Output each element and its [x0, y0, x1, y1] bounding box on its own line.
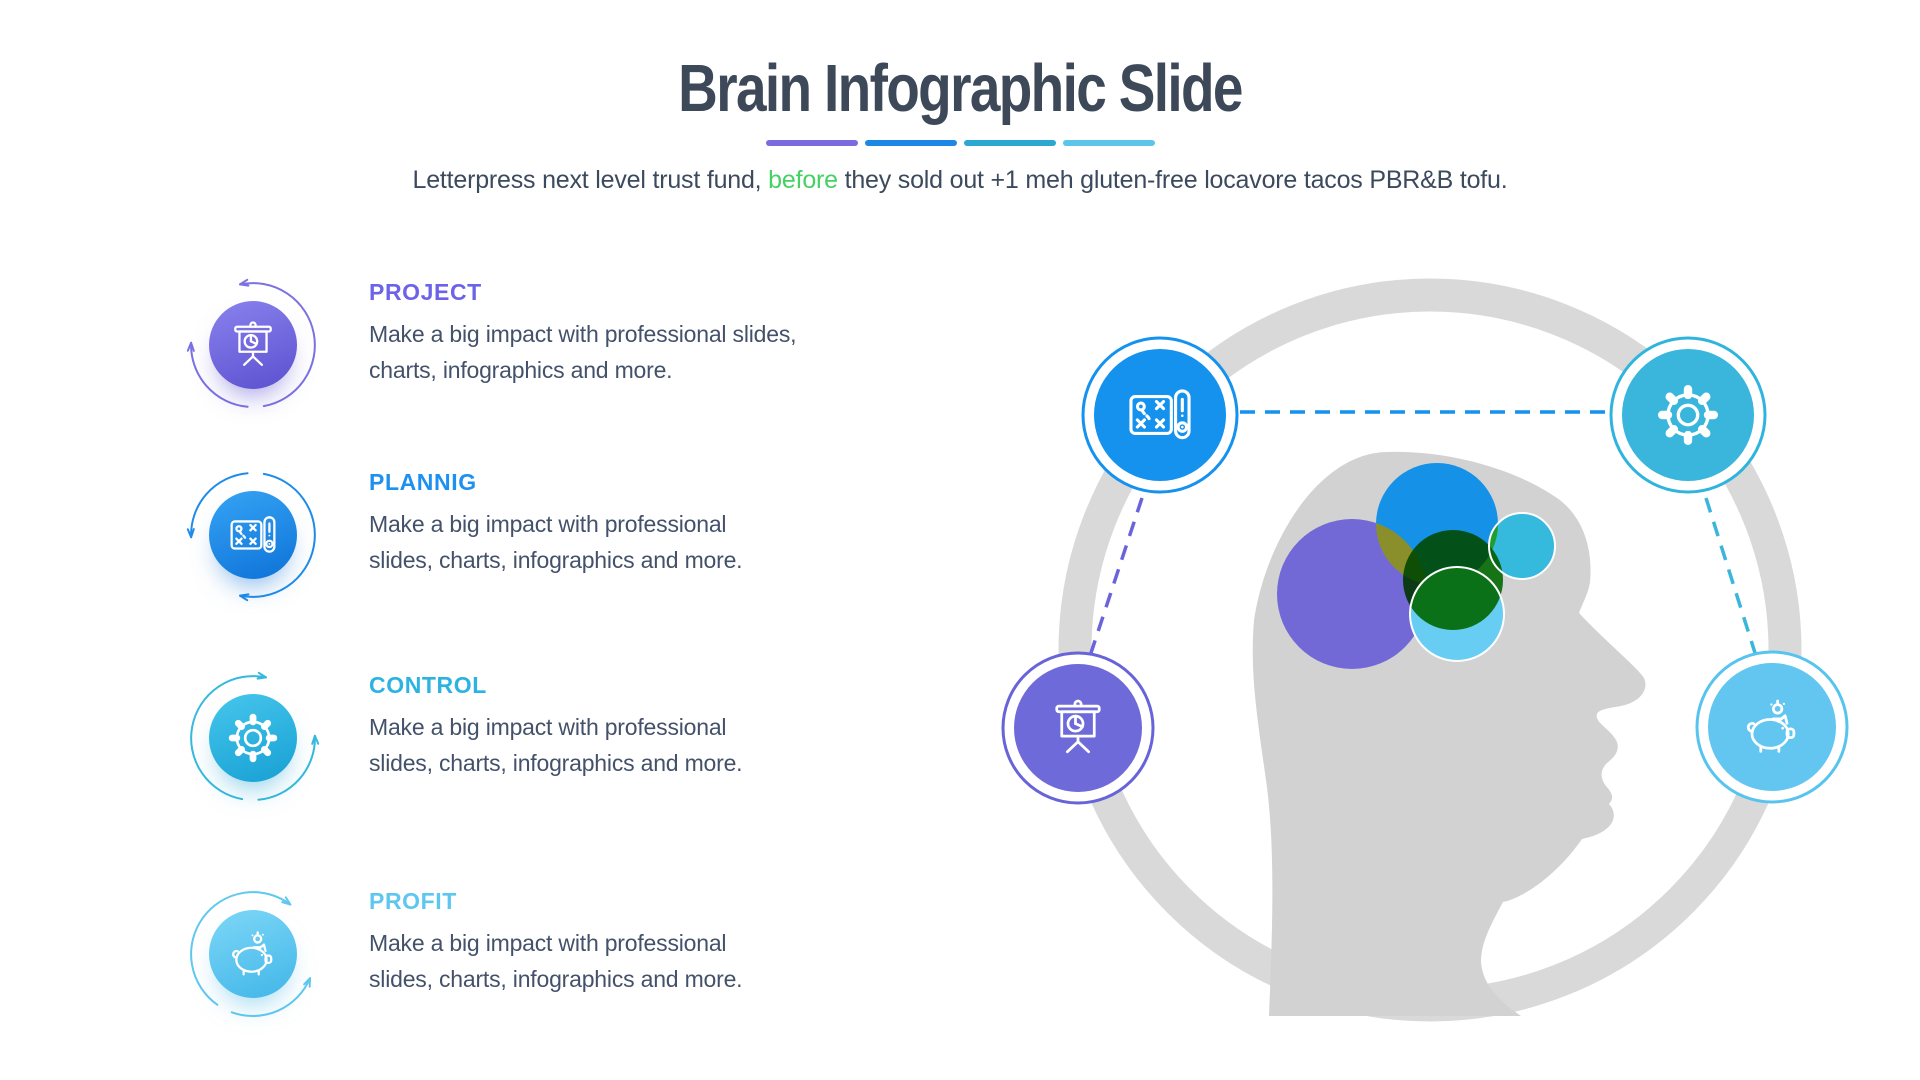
badge-project	[1001, 651, 1155, 805]
subtitle-pre: Letterpress next level trust fund,	[412, 166, 769, 194]
control-texts: CONTROL Make a big impact with professio…	[369, 672, 839, 781]
profit-bubble	[209, 910, 297, 998]
badge-fill	[1708, 663, 1836, 791]
bubble-teal-edge	[1488, 512, 1556, 580]
underline-bar-purple	[765, 140, 858, 146]
connector-right	[1704, 497, 1758, 657]
gear-icon	[228, 713, 278, 763]
brain-diagram	[1001, 278, 1849, 1022]
badge-planning	[1081, 336, 1239, 494]
badge-fill	[1622, 349, 1754, 481]
item-heading: CONTROL	[369, 672, 487, 698]
project-bubble	[209, 301, 297, 389]
plannig-icon-cluster	[183, 465, 323, 605]
profit-icon-cluster	[183, 884, 323, 1024]
title-underline	[0, 140, 1920, 146]
thought-bubbles	[1277, 463, 1556, 669]
badge-profit	[1695, 650, 1849, 804]
control-icon-cluster	[183, 668, 323, 808]
connector-left	[1088, 497, 1144, 657]
plannig-texts: PLANNIG Make a big impact with professio…	[369, 469, 839, 578]
underline-bar-blue	[864, 140, 957, 146]
project-texts: PROJECT Make a big impact with professio…	[369, 279, 839, 388]
item-description: Make a big impact with professional slid…	[369, 714, 743, 776]
badge-control	[1609, 336, 1767, 494]
piggy-bank-icon	[228, 929, 278, 979]
presentation-icon	[228, 320, 278, 370]
page-title: Brain Infographic Slide	[678, 51, 1243, 126]
underline-bar-teal	[963, 140, 1056, 146]
item-description: Make a big impact with professional slid…	[369, 930, 743, 992]
item-heading: PROJECT	[369, 279, 482, 305]
subtitle-highlight: before	[768, 166, 838, 194]
badge-fill	[1014, 664, 1142, 792]
profit-texts: PROFIT Make a big impact with profession…	[369, 888, 839, 997]
strategy-icon	[228, 510, 278, 560]
subtitle-post: they sold out +1 meh gluten-free locavor…	[837, 166, 1508, 194]
item-heading: PLANNIG	[369, 469, 477, 495]
badge-fill	[1094, 349, 1226, 481]
item-description: Make a big impact with professional slid…	[369, 321, 797, 383]
bubble-teal	[1489, 513, 1555, 579]
underline-bar-lightblue	[1062, 140, 1155, 146]
bubble-olive-overlap	[1376, 519, 1427, 585]
bubble-lightblue-edge	[1409, 566, 1505, 662]
subtitle: Letterpress next level trust fund, befor…	[0, 166, 1920, 195]
item-heading: PROFIT	[369, 888, 457, 914]
bubble-green	[1403, 530, 1503, 630]
project-icon-cluster	[183, 275, 323, 415]
item-description: Make a big impact with professional slid…	[369, 511, 743, 573]
plannig-bubble	[209, 491, 297, 579]
control-bubble	[209, 694, 297, 782]
